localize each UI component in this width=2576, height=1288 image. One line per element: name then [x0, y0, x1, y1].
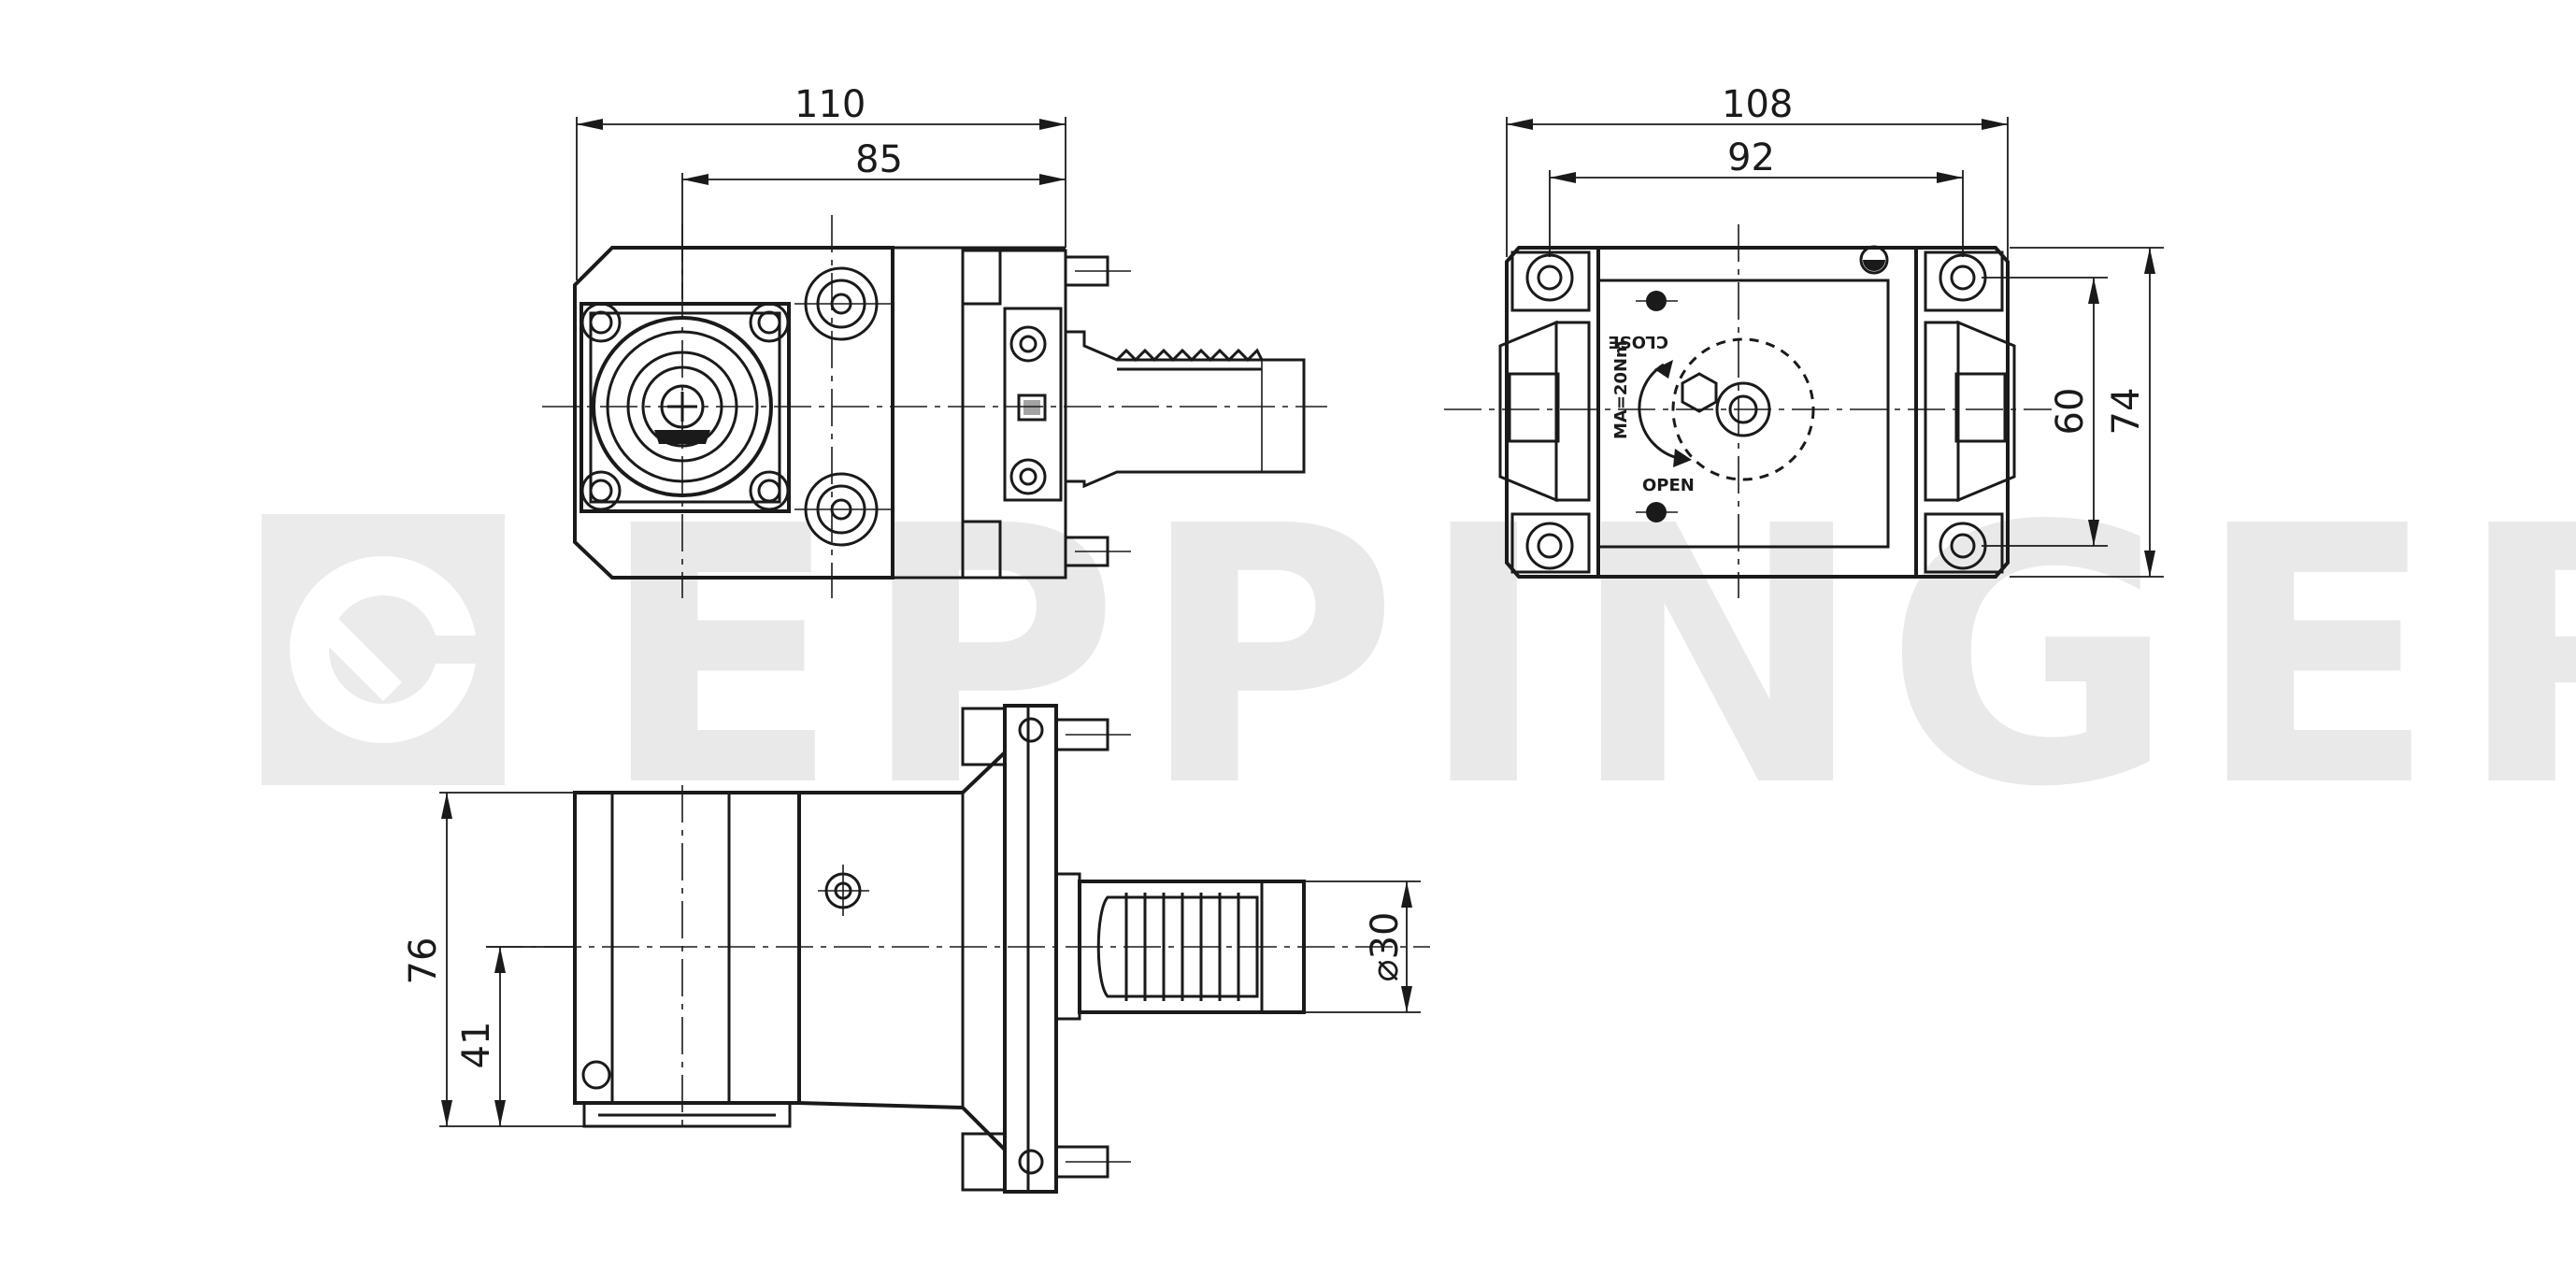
close-label: CLOSE — [1608, 332, 1668, 351]
corner-bolt — [1525, 253, 1574, 302]
dim-side-height-inner: 60 — [2049, 388, 2092, 436]
dim-side-width-inner: 92 — [1727, 136, 1775, 179]
dim-side-width-overall: 108 — [1722, 83, 1793, 126]
flange-bolt — [580, 470, 622, 511]
flange-bolt — [749, 470, 790, 511]
body-bolt — [794, 266, 893, 341]
torque-label: MA=20Nm — [1611, 340, 1631, 439]
flange-bolt — [749, 302, 790, 343]
flange-bolt — [580, 302, 622, 343]
dim-front-width-inner: 85 — [855, 138, 903, 181]
dim-front-width-overall: 110 — [794, 83, 866, 126]
dim-shank-diameter: ⌀30 — [1364, 912, 1407, 982]
dim-top-height-overall: 76 — [402, 937, 445, 985]
top-view-dimensions: 76 41 ⌀30 — [402, 792, 1421, 1127]
corner-bolt — [1525, 522, 1574, 570]
watermark-brand-text: EPPINGER — [598, 451, 2576, 865]
shank-serration — [1124, 893, 1240, 1001]
open-label: OPEN — [1642, 476, 1695, 495]
plate-screw — [1009, 458, 1047, 495]
plate-screw — [1009, 325, 1047, 363]
housing-screw — [818, 865, 869, 916]
dim-side-height-overall: 74 — [2105, 388, 2148, 436]
top-view — [486, 704, 1430, 1194]
corner-bolt — [1939, 253, 1987, 302]
body-bolt — [794, 472, 893, 547]
front-view — [542, 215, 1327, 598]
dim-top-height-center: 41 — [455, 1022, 498, 1069]
side-view: CLOSE OPEN MA=20Nm — [1444, 224, 2052, 598]
front-view-dimensions: 110 85 — [576, 83, 1066, 299]
side-view-dimensions: 108 92 60 74 — [1506, 83, 2164, 578]
eppinger-watermark: EPPINGER — [262, 451, 2576, 865]
